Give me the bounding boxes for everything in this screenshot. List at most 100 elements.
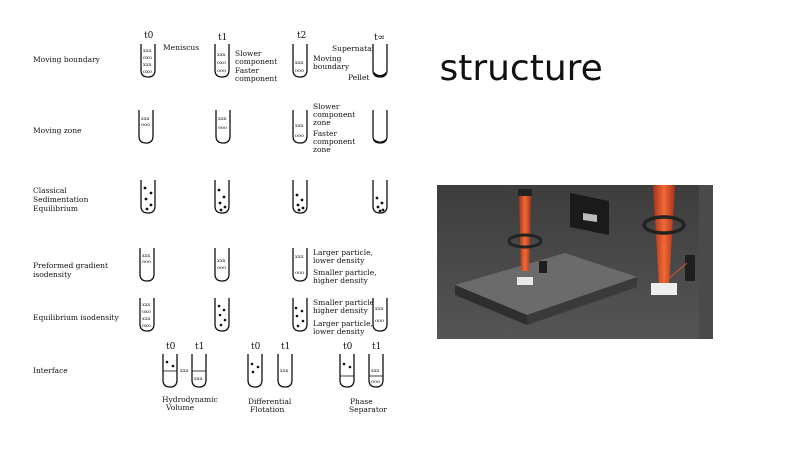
- svg-text:xxx: xxx: [142, 302, 151, 308]
- svg-text:xxx: xxx: [217, 52, 226, 58]
- interface-time-label-5: t0: [343, 342, 353, 352]
- svg-text:oxo: oxo: [143, 55, 152, 61]
- annotation-smaller-higher-1: Smaller particle,: [313, 268, 377, 277]
- time-label-t1: t1: [218, 33, 227, 43]
- row-label-equilibrium: Equilibrium isodensity: [33, 313, 120, 322]
- tube-moving-boundary-tinf: [372, 43, 388, 78]
- interface-caption-hydro-1: Hydrodynamic: [162, 395, 218, 404]
- annotation-slower-component-2: component: [235, 57, 277, 66]
- svg-text:xxx: xxx: [194, 376, 203, 382]
- annotation-larger-lower-4: lower density: [313, 327, 365, 336]
- svg-text:xxx: xxx: [375, 306, 384, 312]
- interface-caption-flotation-2: Flotation: [250, 405, 285, 414]
- time-label-tinf: t∞: [374, 33, 385, 43]
- svg-text:xxx: xxx: [280, 368, 289, 374]
- row-label-classical-3: Equilibrium: [33, 204, 78, 213]
- time-label-t0: t0: [144, 31, 154, 41]
- annotation-smaller-higher-3: Smaller particle,: [313, 298, 377, 307]
- svg-text:oxo: oxo: [143, 69, 152, 75]
- svg-text:ooo: ooo: [295, 270, 304, 276]
- svg-text:xxx: xxx: [295, 123, 304, 129]
- annotation-meniscus: Meniscus: [163, 43, 199, 52]
- tube-equilibrium-t0: xxx oxo xxx oxo: [139, 297, 155, 332]
- interface-time-label-2: t1: [195, 342, 204, 352]
- tube-interface-phase-t1: xxx ooo: [368, 353, 384, 388]
- svg-text:ooo: ooo: [217, 68, 226, 74]
- annotation-smaller-higher-4: higher density: [313, 306, 369, 315]
- interface-caption-phase-1: Phase: [350, 397, 373, 406]
- tube-interface-hydro-t0: [162, 353, 178, 388]
- tube-moving-boundary-t1: xxx oxo ooo: [214, 43, 230, 78]
- annotation-slower-zone-3: zone: [313, 118, 331, 127]
- annotation-faster-zone-2: component: [313, 137, 355, 146]
- annotation-moving-boundary-2: boundary: [313, 62, 350, 71]
- annotation-moving-boundary-1: Moving: [313, 54, 342, 63]
- microscope-render-image: [437, 185, 713, 339]
- tube-classical-t1: [214, 179, 230, 214]
- tube-moving-zone-t1: xxx ooo: [215, 109, 231, 144]
- svg-text:oxo: oxo: [142, 323, 151, 329]
- row-label-interface: Interface: [33, 366, 68, 375]
- annotation-faster-component-2: component: [235, 74, 277, 83]
- row-label-classical-2: Sedimentation: [33, 195, 89, 204]
- tube-moving-zone-t0: xxx ooo: [138, 109, 154, 144]
- interface-hydro-arrow: xxx: [180, 368, 189, 374]
- tube-moving-zone-tinf: [372, 109, 388, 144]
- svg-text:xxx: xxx: [143, 62, 152, 68]
- annotation-smaller-higher-2: higher density: [313, 276, 369, 285]
- row-label-classical-1: Classical: [33, 186, 67, 195]
- annotation-faster-component-1: Faster: [235, 66, 259, 75]
- svg-text:ooo: ooo: [295, 68, 304, 74]
- annotation-larger-lower-3: Larger particle,: [313, 319, 373, 328]
- svg-text:ooo: ooo: [142, 259, 151, 265]
- svg-text:xxx: xxx: [142, 316, 151, 322]
- interface-caption-phase-2: Separator: [349, 405, 387, 414]
- svg-text:oxo: oxo: [142, 309, 151, 315]
- row-label-preformed-1: Preformed gradient: [33, 261, 108, 270]
- annotation-slower-component-1: Slower: [235, 49, 262, 58]
- svg-text:xxx: xxx: [218, 116, 227, 122]
- row-label-moving-boundary: Moving boundary: [33, 55, 101, 64]
- row-label-preformed-2: isodensity: [33, 270, 72, 279]
- svg-text:ooo: ooo: [371, 379, 380, 385]
- tube-preformed-t2: xxx ooo: [292, 247, 308, 282]
- tube-classical-tinf: [372, 179, 388, 214]
- svg-text:ooo: ooo: [218, 125, 227, 131]
- interface-time-label-4: t1: [281, 342, 290, 352]
- svg-text:ooo: ooo: [375, 318, 384, 324]
- tube-moving-zone-t2: xxx ooo: [292, 109, 308, 144]
- tube-preformed-t1: xxx ooo: [214, 247, 230, 282]
- tube-classical-t0: [140, 179, 156, 214]
- tube-equilibrium-t1: [214, 297, 230, 332]
- svg-text:xxx: xxx: [371, 368, 380, 374]
- tube-interface-flotation-t1: xxx: [277, 353, 293, 388]
- tube-equilibrium-tinf: xxx ooo: [372, 297, 388, 332]
- interface-time-label-3: t0: [251, 342, 261, 352]
- svg-text:oxo: oxo: [217, 60, 226, 66]
- interface-time-label-1: t0: [166, 342, 176, 352]
- annotation-pellet: Pellet: [348, 73, 369, 82]
- interface-caption-flotation-1: Differential: [248, 397, 292, 406]
- tube-interface-flotation-t0: [247, 353, 263, 388]
- svg-text:xxx: xxx: [217, 258, 226, 264]
- svg-text:ooo: ooo: [141, 122, 150, 128]
- tube-classical-t2: [292, 179, 308, 214]
- svg-text:ooo: ooo: [217, 265, 226, 271]
- svg-text:xxx: xxx: [143, 48, 152, 54]
- row-label-moving-zone: Moving zone: [33, 126, 82, 135]
- svg-text:xxx: xxx: [295, 254, 304, 260]
- slide-title: l structure: [418, 48, 603, 89]
- annotation-slower-zone-2: component: [313, 110, 355, 119]
- annotation-larger-lower-2: lower density: [313, 256, 365, 265]
- annotation-larger-lower-1: Larger particle,: [313, 248, 373, 257]
- tube-preformed-t0: xxx ooo: [139, 247, 155, 282]
- svg-text:xxx: xxx: [142, 253, 151, 259]
- annotation-faster-zone-1: Faster: [313, 129, 337, 138]
- tube-moving-boundary-t0: xxx oxo xxx oxo: [140, 43, 156, 78]
- tube-moving-boundary-t2: xxx ooo: [292, 43, 308, 78]
- interface-caption-hydro-2: Volume: [165, 403, 195, 412]
- time-label-t2: t2: [297, 31, 306, 41]
- interface-time-label-6: t1: [372, 342, 381, 352]
- annotation-slower-zone-1: Slower: [313, 102, 340, 111]
- tube-interface-phase-t0: [339, 353, 355, 388]
